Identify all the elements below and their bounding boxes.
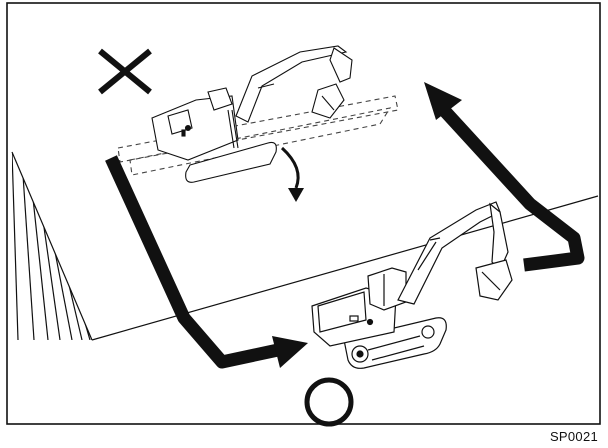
tip-direction-arrow (280, 146, 304, 202)
tipping-excavator (117, 45, 399, 183)
return-path-arrow (424, 82, 585, 272)
cross-mark-icon (98, 48, 152, 95)
figure-code-label: SP0021 (549, 429, 598, 444)
circle-mark-icon (304, 377, 354, 427)
frame-border (6, 2, 601, 425)
slope-hatching (12, 152, 91, 340)
approach-path-arrow (105, 155, 308, 369)
correct-excavator (311, 201, 513, 369)
